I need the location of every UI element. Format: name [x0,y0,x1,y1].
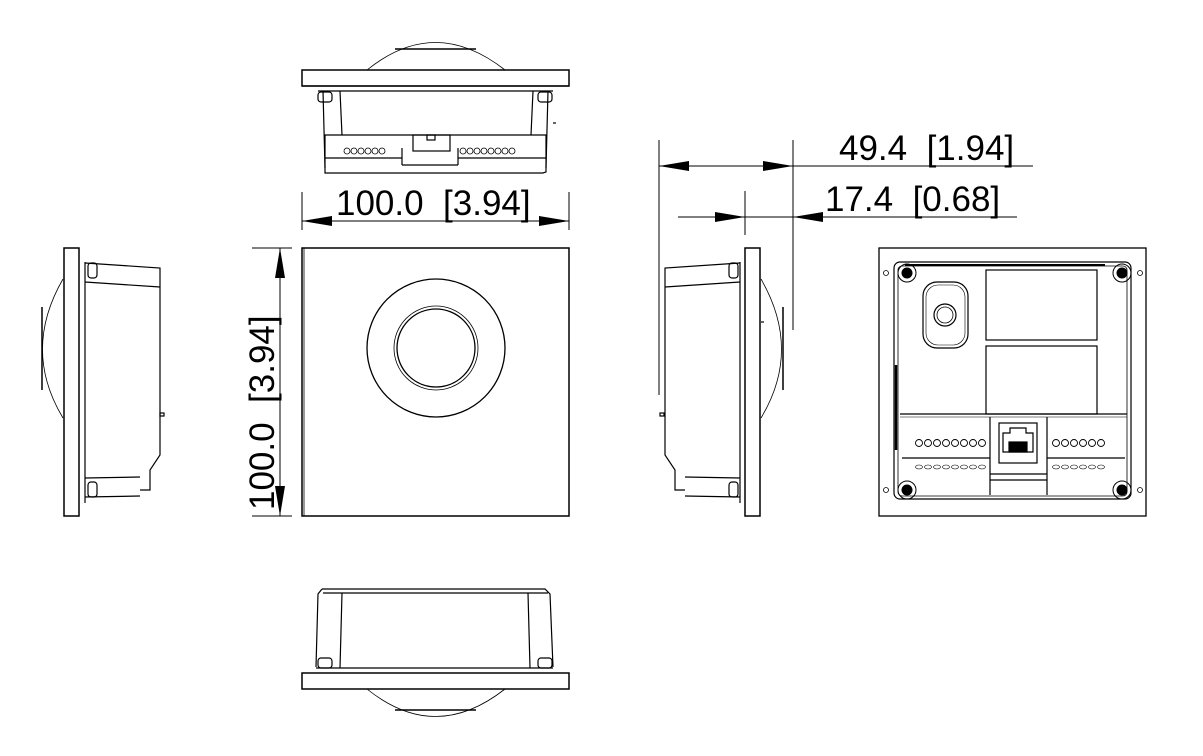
rj45-connector [998,422,1038,464]
width-dimension [301,192,570,230]
dome-depth-label: 17.4 [0.68] [825,180,1000,219]
top-view [301,42,570,174]
height-dimension-label: 100.0 [3.94] [243,315,282,510]
front-view [301,247,570,517]
depth-dimensions [658,140,1033,395]
bottom-view [301,588,570,717]
width-dimension-label: 100.0 [3.94] [336,184,531,223]
right-side-view [659,247,784,517]
height-dimension [252,247,292,517]
rear-view [878,247,1147,517]
mounting-screws [897,263,1132,500]
left-side-view [41,247,165,517]
total-depth-label: 49.4 [1.94] [839,129,1014,168]
